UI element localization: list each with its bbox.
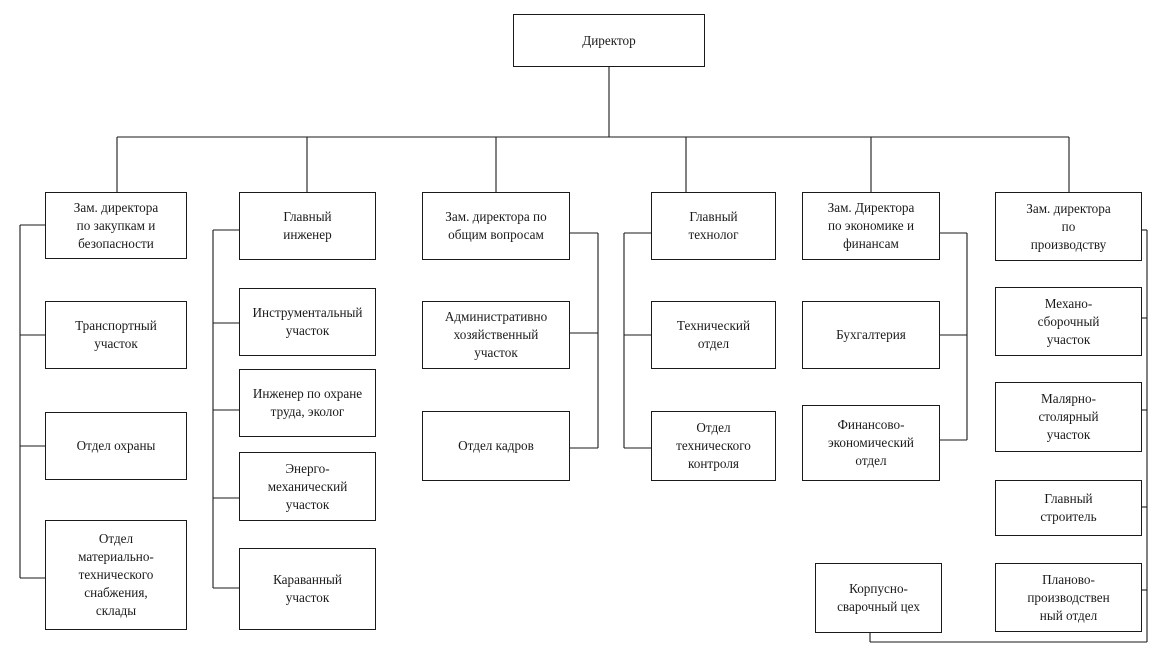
- node-mechanical-assembly-section: Механо- сборочный участок: [995, 287, 1142, 356]
- node-tool-section: Инструментальный участок: [239, 288, 376, 356]
- node-director: Директор: [513, 14, 705, 67]
- node-label: Транспортный участок: [75, 318, 157, 351]
- node-label: Зам. Директора по экономике и финансам: [827, 200, 915, 251]
- node-chief-engineer: Главный инженер: [239, 192, 376, 260]
- node-deputy-general-affairs: Зам. директора по общим вопросам: [422, 192, 570, 260]
- node-label: Отдел технического контроля: [676, 420, 751, 471]
- node-label: Бухгалтерия: [836, 327, 906, 342]
- node-label: Зам. директора по общим вопросам: [445, 209, 547, 242]
- node-hull-welding-shop: Корпусно- сварочный цех: [815, 563, 942, 633]
- node-label: Директор: [582, 32, 636, 48]
- node-label: Зам. директора по производству: [1026, 200, 1111, 252]
- node-technical-department: Технический отдел: [651, 301, 776, 369]
- node-chief-technologist: Главный технолог: [651, 192, 776, 260]
- node-deputy-production: Зам. директора по производству: [995, 192, 1142, 261]
- node-hr-department: Отдел кадров: [422, 411, 570, 481]
- node-label: Инженер по охране труда, эколог: [252, 386, 363, 419]
- node-energy-mechanical-section: Энерго- механический участок: [239, 452, 376, 521]
- node-accounting: Бухгалтерия: [802, 301, 940, 369]
- node-security-department: Отдел охраны: [45, 412, 187, 480]
- node-deputy-procurement-security: Зам. директора по закупкам и безопасност…: [45, 192, 187, 259]
- node-label: Отдел материально- технического снабжени…: [78, 531, 154, 618]
- node-planning-production-department: Планово- производствен ный отдел: [995, 563, 1142, 632]
- node-label: Главный инженер: [283, 209, 332, 242]
- node-deputy-economics-finance: Зам. Директора по экономике и финансам: [802, 192, 940, 260]
- node-label: Корпусно- сварочный цех: [837, 581, 920, 614]
- node-label: Административно хозяйственный участок: [444, 309, 548, 360]
- node-quality-control-department: Отдел технического контроля: [651, 411, 776, 481]
- node-administrative-section: Административно хозяйственный участок: [422, 301, 570, 369]
- node-label: Технический отдел: [676, 318, 751, 351]
- node-label: Малярно- столярный участок: [1038, 391, 1099, 442]
- node-safety-engineer: Инженер по охране труда, эколог: [239, 369, 376, 437]
- node-painting-carpentry-section: Малярно- столярный участок: [995, 382, 1142, 452]
- node-chief-builder: Главный строитель: [995, 480, 1142, 536]
- node-label: Зам. директора по закупкам и безопасност…: [73, 199, 159, 251]
- node-financial-economic-department: Финансово- экономический отдел: [802, 405, 940, 481]
- node-label: Механо- сборочный участок: [1037, 295, 1100, 347]
- node-label: Отдел кадров: [458, 438, 534, 453]
- node-label: Главный технолог: [688, 209, 739, 242]
- node-label: Отдел охраны: [76, 438, 156, 453]
- node-label: Главный строитель: [1040, 491, 1097, 524]
- node-label: Энерго- механический участок: [267, 460, 348, 512]
- node-label: Планово- производствен ный отдел: [1027, 571, 1110, 623]
- node-label: Финансово- экономический отдел: [828, 417, 914, 468]
- node-label: Караванный участок: [273, 572, 342, 605]
- node-label: Инструментальный участок: [252, 305, 363, 338]
- node-caravan-section: Караванный участок: [239, 548, 376, 630]
- node-supply-warehouses: Отдел материально- технического снабжени…: [45, 520, 187, 630]
- node-transport-section: Транспортный участок: [45, 301, 187, 369]
